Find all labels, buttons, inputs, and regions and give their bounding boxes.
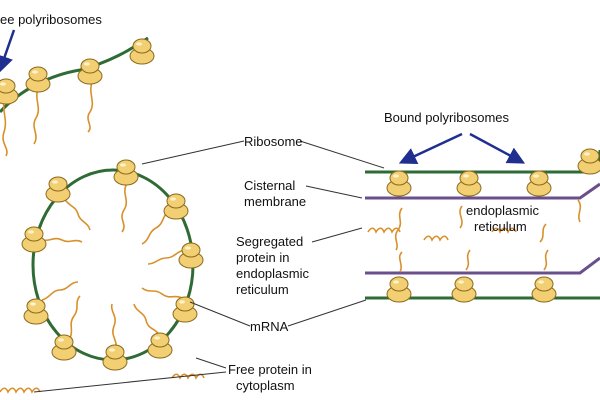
segregated-protein <box>577 199 582 223</box>
ribosome <box>21 226 47 253</box>
label-segregated-2: protein in <box>236 250 289 265</box>
label-ribosome: Ribosome <box>244 134 303 149</box>
ribosome <box>51 334 77 361</box>
leader-ribosome-left <box>141 140 245 165</box>
label-er-1: endoplasmic <box>466 203 539 218</box>
leader-mrna-right <box>287 299 367 327</box>
ribosome <box>163 193 189 220</box>
ribosome <box>113 159 139 186</box>
ribosome <box>172 296 198 323</box>
ribosome <box>386 170 412 197</box>
segregated-protein <box>539 223 547 243</box>
ribosome <box>129 38 155 65</box>
segregated-protein <box>459 205 463 229</box>
label-segregated-3: endoplasmic <box>236 266 309 281</box>
er-membrane-bottom <box>365 256 600 275</box>
protein-chain <box>141 287 183 299</box>
ribosome <box>25 66 51 93</box>
ribosome <box>0 78 19 105</box>
ribosome <box>577 148 600 175</box>
leader-free-protein-top <box>195 357 227 369</box>
label-bound-polyribosomes: Bound polyribosomes <box>384 110 510 125</box>
protein-chain <box>41 281 79 301</box>
protein-chain <box>33 87 40 145</box>
protein-chain <box>69 295 81 339</box>
mrna-strand-top <box>365 149 600 174</box>
ribosome <box>456 170 482 197</box>
label-free-protein-2: cytoplasm <box>236 378 295 393</box>
ribosome <box>531 276 557 303</box>
ribosome <box>526 170 552 197</box>
segregated-protein <box>423 235 449 242</box>
label-mrna: mRNA <box>250 319 289 334</box>
segregated-protein <box>465 249 471 271</box>
protein-chain <box>121 184 128 233</box>
protein-chain <box>110 303 118 351</box>
protein-chain <box>147 249 185 265</box>
leader-segregated <box>311 227 363 243</box>
ribosome <box>102 344 128 371</box>
mrna-strand <box>0 36 149 114</box>
ribosome <box>45 176 71 203</box>
bound-arrow-left <box>398 132 463 165</box>
protein-chain <box>133 303 161 337</box>
leader-free-protein-bottom <box>33 371 227 393</box>
label-segregated-4: reticulum <box>236 282 289 297</box>
label-cisternal-2: membrane <box>244 194 306 209</box>
ribosome <box>178 242 204 269</box>
protein-chain <box>63 197 91 231</box>
ribosome <box>386 276 412 303</box>
segregated-protein <box>543 249 549 271</box>
protein-chain <box>2 99 8 157</box>
ribosome <box>147 332 173 359</box>
bound-arrow-right <box>469 132 526 164</box>
label-segregated-1: Segregated <box>236 234 303 249</box>
label-er-2: reticulum <box>474 219 527 234</box>
free-polyribosome-arrow <box>0 29 16 74</box>
protein-chain <box>41 237 83 243</box>
ribosome <box>77 58 103 85</box>
ribosome <box>451 276 477 303</box>
leader-mrna-left <box>189 301 251 327</box>
leader-cisternal <box>305 185 363 199</box>
protein-chain <box>87 81 94 133</box>
leader-ribosome-right <box>299 140 385 169</box>
label-free-polyribosomes: ee polyribosomes <box>0 12 102 27</box>
segregated-protein <box>394 207 403 251</box>
segregated-protein <box>367 227 401 234</box>
segregated-protein <box>398 251 403 273</box>
label-free-protein-1: Free protein in <box>228 362 312 377</box>
free-polyribosome-strand <box>0 36 155 157</box>
er-membrane-top <box>365 182 600 200</box>
free-protein-coil <box>0 387 41 394</box>
label-cisternal-1: Cisternal <box>244 178 295 193</box>
circular-polyribosome <box>21 159 204 371</box>
ribosome <box>23 298 49 325</box>
segregated-protein <box>491 227 517 234</box>
